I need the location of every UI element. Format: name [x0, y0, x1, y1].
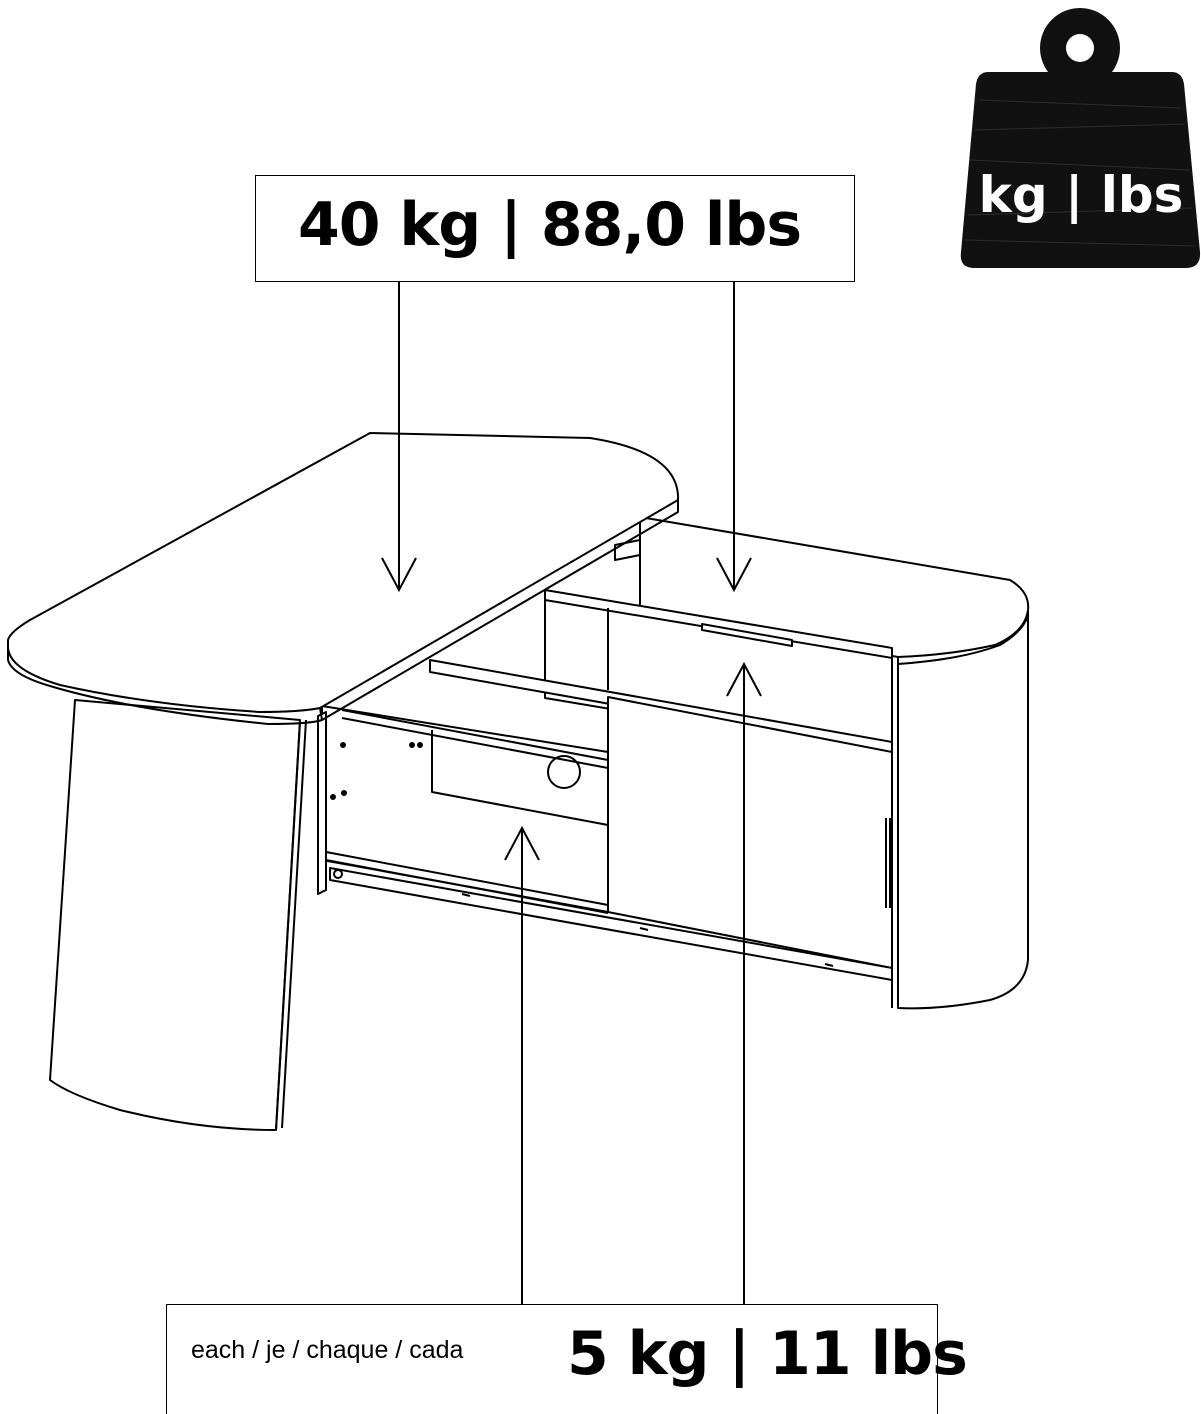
- weight-icon: kg | lbs: [960, 8, 1201, 268]
- weight-icon-label: kg | lbs: [979, 166, 1184, 224]
- total-weight-label: 40 kg | 88,0 lbs: [298, 190, 802, 260]
- callout-arrows: [381, 282, 762, 1304]
- cabinet-end-panel: [897, 615, 1029, 1010]
- total-weight-box: 40 kg | 88,0 lbs: [255, 175, 855, 282]
- part-weight-qualifier: each / je / chaque / cada: [191, 1336, 464, 1364]
- desk-leg: [49, 699, 301, 1131]
- part-weight-label: 5 kg | 11 lbs: [567, 1319, 968, 1389]
- drawer-handle: [701, 623, 793, 647]
- desk-drawing: [7, 432, 1030, 1131]
- desk-top: [7, 432, 680, 713]
- part-weight-box: each / je / chaque / cada 5 kg | 11 lbs: [166, 1304, 968, 1414]
